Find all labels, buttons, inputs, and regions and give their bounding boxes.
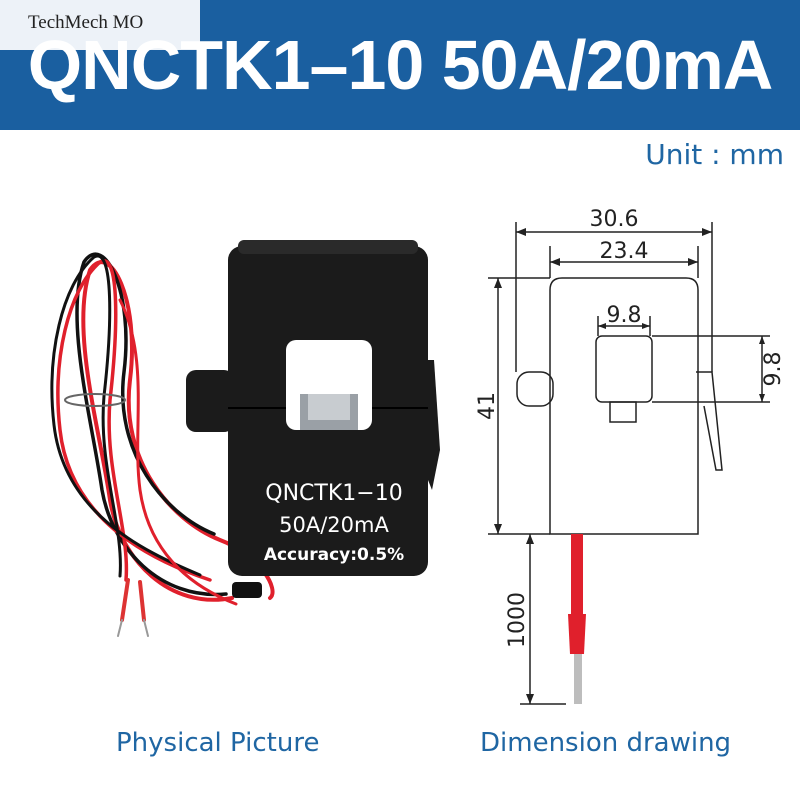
drawing-window [595, 335, 653, 403]
dim-height: 41 [475, 392, 500, 420]
rating-label: 50A/20mA [279, 513, 389, 537]
accuracy-label: Accuracy:0.5% [264, 545, 404, 565]
dim-outer-width: 30.6 [590, 207, 639, 232]
left-clip [186, 370, 234, 432]
drawing-cable-lead [574, 654, 582, 704]
drawing-cable-red [571, 534, 583, 628]
unit-label: Unit : mm [645, 138, 784, 171]
dim-cable-length: 1000 [505, 592, 530, 648]
caption-dimension-drawing: Dimension drawing [480, 728, 732, 758]
watermark: TechMech MO [0, 0, 200, 50]
drawing-body [549, 277, 699, 535]
dim-inner-width: 23.4 [600, 239, 649, 264]
wire-bundle [50, 252, 275, 637]
dimension-drawing [488, 222, 770, 705]
physical-picture: QNCTK1−10 50A/20mA Accuracy:0.5% [50, 240, 440, 637]
model-label: QNCTK1−10 [265, 481, 402, 506]
dim-window-width: 9.8 [607, 303, 642, 328]
caption-physical-picture: Physical Picture [116, 728, 320, 758]
dim-window-height: 9.8 [761, 352, 786, 387]
